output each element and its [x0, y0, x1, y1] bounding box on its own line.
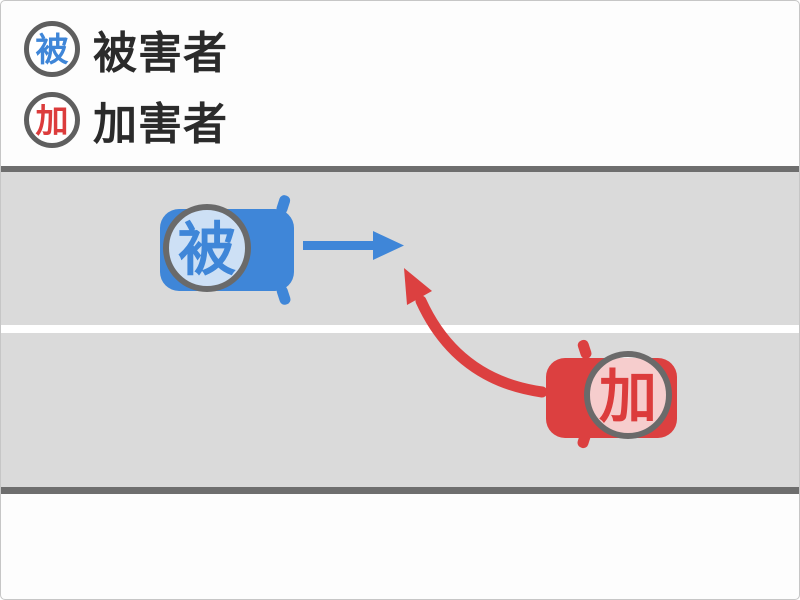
lane-top — [1, 172, 799, 325]
victim-label: 被害者 — [93, 29, 228, 78]
victim-badge-char: 被 — [35, 30, 69, 68]
lane-bottom — [1, 333, 799, 487]
aggressor-label: 加害者 — [93, 100, 228, 149]
legend-item-victim: 被 被害者 — [24, 21, 228, 78]
road — [1, 166, 799, 494]
aggressor-badge-icon: 加 — [24, 92, 80, 148]
aggressor-badge-char: 加 — [35, 101, 69, 139]
lane-divider-line — [1, 325, 799, 333]
legend-item-aggressor: 加 加害者 — [24, 92, 228, 149]
road-edge-bottom — [1, 487, 799, 494]
victim-badge-icon: 被 — [24, 21, 80, 77]
road-edge-top — [1, 166, 799, 172]
